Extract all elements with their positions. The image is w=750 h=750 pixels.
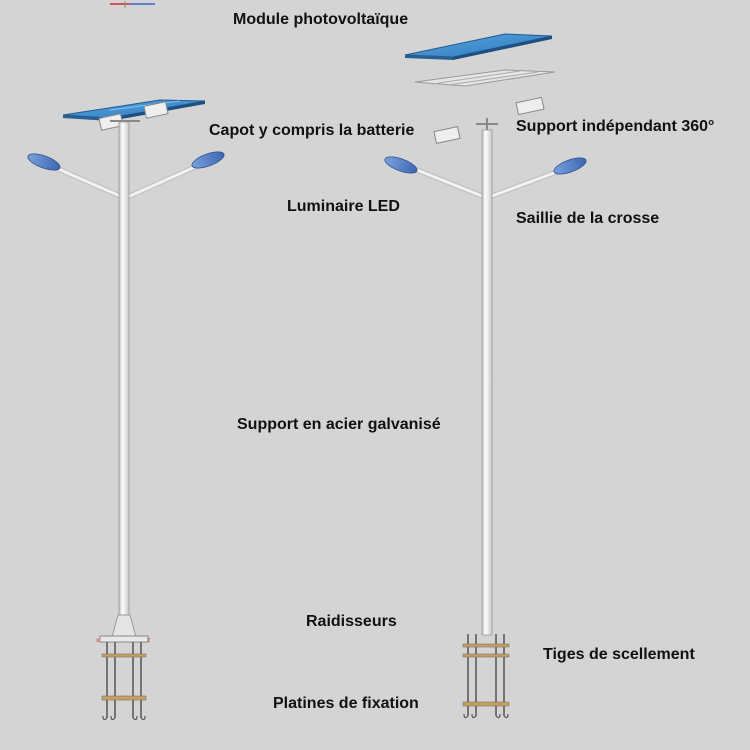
axis-gizmo-icon [110,1,155,8]
left-assembled-pole: x z [27,99,225,721]
label-platines-fixation: Platines de fixation [273,695,419,712]
right-pole-shaft [481,129,493,636]
svg-text:z: z [147,637,150,644]
label-support-independant: Support indépendant 360° [516,118,715,135]
label-saillie-crosse: Saillie de la crosse [516,210,660,227]
left-pole-shaft [118,121,130,638]
label-support-acier: Support en acier galvanisé [237,416,441,433]
right-top-bracket [476,118,498,130]
label-tiges-scellement: Tiges de scellement [543,646,695,663]
label-raidisseurs: Raidisseurs [306,613,397,630]
left-double-arm [27,151,225,199]
label-luminaire-led: Luminaire LED [287,198,400,215]
left-solar-panel [62,99,206,121]
right-solar-panel [404,33,553,60]
right-exploded-pole [384,33,587,719]
right-battery-cover [433,96,545,144]
right-panel-frame [414,69,556,87]
left-battery-cover [98,101,169,131]
left-pole-base: x z [96,614,150,721]
svg-text:x: x [96,637,100,644]
right-double-arm [384,156,587,199]
label-capot-batterie: Capot y compris la batterie [209,122,415,139]
label-module-photovoltaique: Module photovoltaïque [233,11,409,28]
right-anchor-cage [462,634,510,719]
